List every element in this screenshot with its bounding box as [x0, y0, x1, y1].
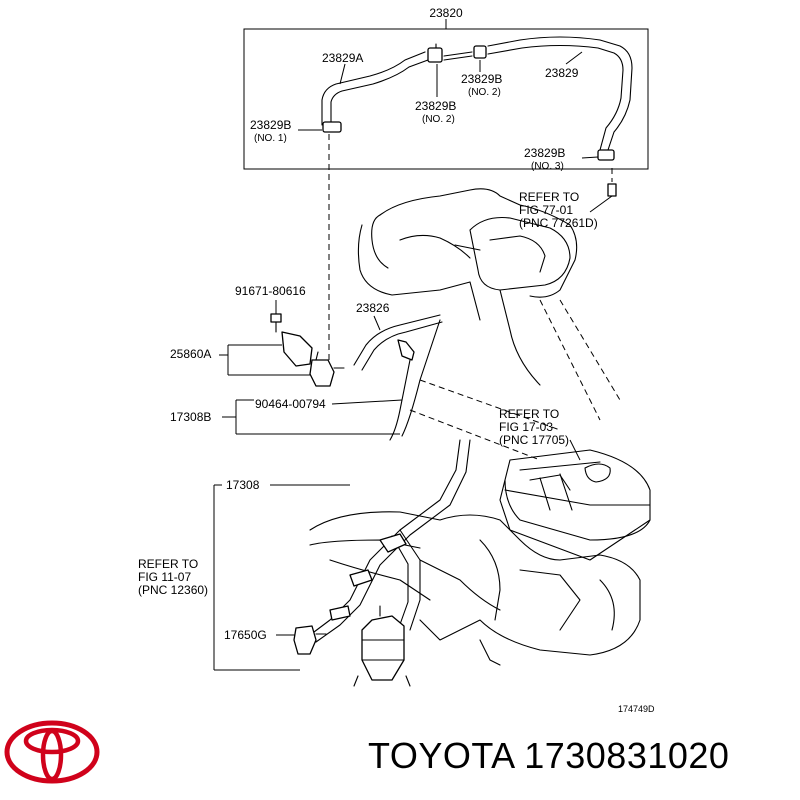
- label-25860a: 25860A: [170, 347, 211, 361]
- pipe-17308: [309, 439, 471, 643]
- vsv-17650g: [293, 605, 411, 687]
- label-23829b-no2b: 23829B: [415, 99, 456, 113]
- ref2-line2: FIG 17-03: [499, 420, 553, 434]
- label-no1: (NO. 1): [254, 133, 287, 144]
- bolt-91671: [270, 313, 282, 333]
- ref1-line3: (PNC 77261D): [519, 216, 598, 230]
- label-91671-80616: 91671-80616: [235, 284, 306, 298]
- label-17308b: 17308B: [170, 410, 211, 424]
- label-90464-00794: 90464-00794: [255, 397, 326, 411]
- ref1-line1: REFER TO: [519, 190, 579, 204]
- ref2-line1: REFER TO: [499, 407, 559, 421]
- hose-23829a: [321, 43, 443, 133]
- ref3-line2: FIG 11-07: [138, 570, 191, 584]
- connector-pipe: [443, 45, 487, 61]
- hose-23829: [487, 36, 633, 161]
- label-23820: 23820: [429, 6, 463, 20]
- label-23826: 23826: [356, 301, 390, 315]
- label-17650g: 17650G: [224, 628, 267, 642]
- label-no2b: (NO. 2): [422, 114, 455, 125]
- label-23829b-no3: 23829B: [524, 146, 565, 160]
- engine-intake-sketch: [357, 188, 621, 421]
- label-17308: 17308: [226, 478, 260, 492]
- assembly-box-23820: [243, 19, 649, 170]
- vacuum-hose-routing: [389, 319, 441, 441]
- figure-code: 174749D: [618, 704, 655, 714]
- brand-part-number-text: TOYOTA 1730831020: [368, 735, 729, 777]
- label-no3: (NO. 3): [531, 161, 564, 172]
- air-cleaner-sketch: [499, 449, 651, 561]
- label-23829b-no1: 23829B: [250, 118, 291, 132]
- ref2-line3: (PNC 17705): [499, 433, 569, 447]
- label-23829: 23829: [545, 66, 579, 80]
- vsv-25860a: [281, 331, 345, 387]
- label-no2a: (NO. 2): [468, 87, 501, 98]
- hose-23826: [353, 314, 443, 371]
- brand-name: TOYOTA: [368, 735, 514, 776]
- intake-manifold-sketch: [309, 511, 641, 666]
- ref3-line3: (PNC 12360): [138, 583, 208, 597]
- part-number: 1730831020: [524, 735, 730, 776]
- ref1-line2: FIG 77-01: [519, 203, 573, 217]
- ref3-line1: REFER TO: [138, 557, 198, 571]
- label-23829b-no2a: 23829B: [461, 72, 502, 86]
- label-23829a: 23829A: [322, 51, 363, 65]
- toyota-logo-icon: [4, 720, 100, 784]
